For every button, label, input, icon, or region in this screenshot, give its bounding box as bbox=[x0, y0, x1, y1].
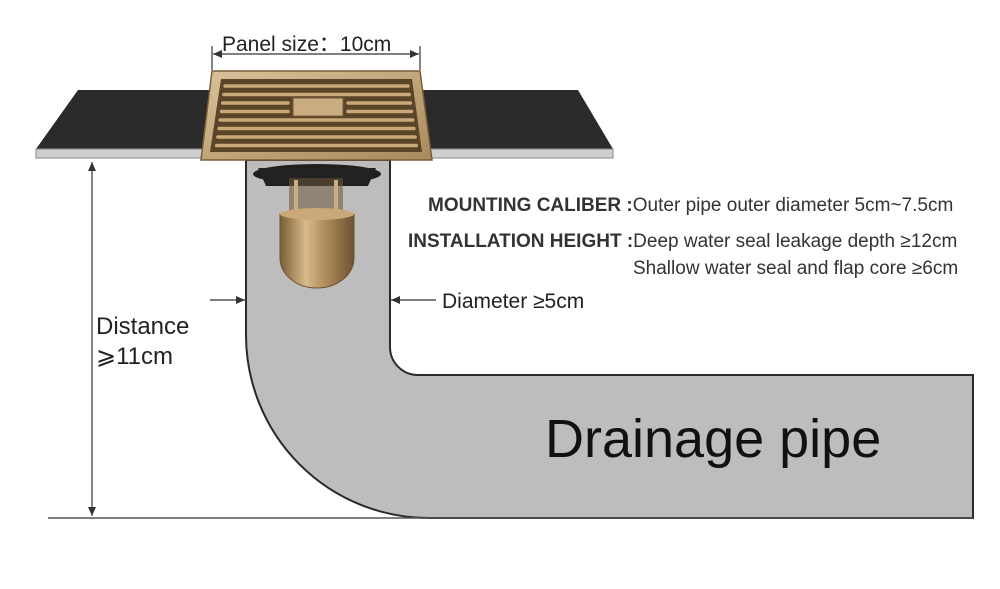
spec-key: INSTALLATION HEIGHT : bbox=[408, 231, 634, 252]
spec-value: Outer pipe outer diameter 5cm~7.5cm bbox=[632, 195, 954, 216]
spec-value: Shallow water seal and flap core ≥6cm bbox=[633, 258, 959, 279]
distance-label-line2: ⩾11cm bbox=[96, 343, 174, 370]
drain-core bbox=[253, 164, 381, 289]
diameter-label: Diameter ≥5cm bbox=[442, 290, 585, 313]
distance-label: Distance ⩾11cm bbox=[96, 312, 189, 372]
spec-installation-height: INSTALLATION HEIGHT :Deep water seal lea… bbox=[408, 231, 957, 253]
spec-mounting-caliber: MOUNTING CALIBER :Outer pipe outer diame… bbox=[428, 195, 953, 217]
spec-shallow-seal: Shallow water seal and flap core ≥6cm bbox=[633, 258, 958, 280]
panel-size-dimension bbox=[211, 46, 421, 70]
panel-size-label: Panel size：10cm bbox=[222, 33, 392, 56]
drainage-pipe bbox=[245, 159, 974, 519]
spec-key: MOUNTING CALIBER : bbox=[428, 195, 633, 216]
spec-value: Deep water seal leakage depth ≥12cm bbox=[633, 231, 958, 252]
drain-panel bbox=[200, 70, 433, 161]
drainage-pipe-label: Drainage pipe bbox=[545, 409, 882, 469]
distance-label-line1: Distance bbox=[96, 313, 190, 340]
